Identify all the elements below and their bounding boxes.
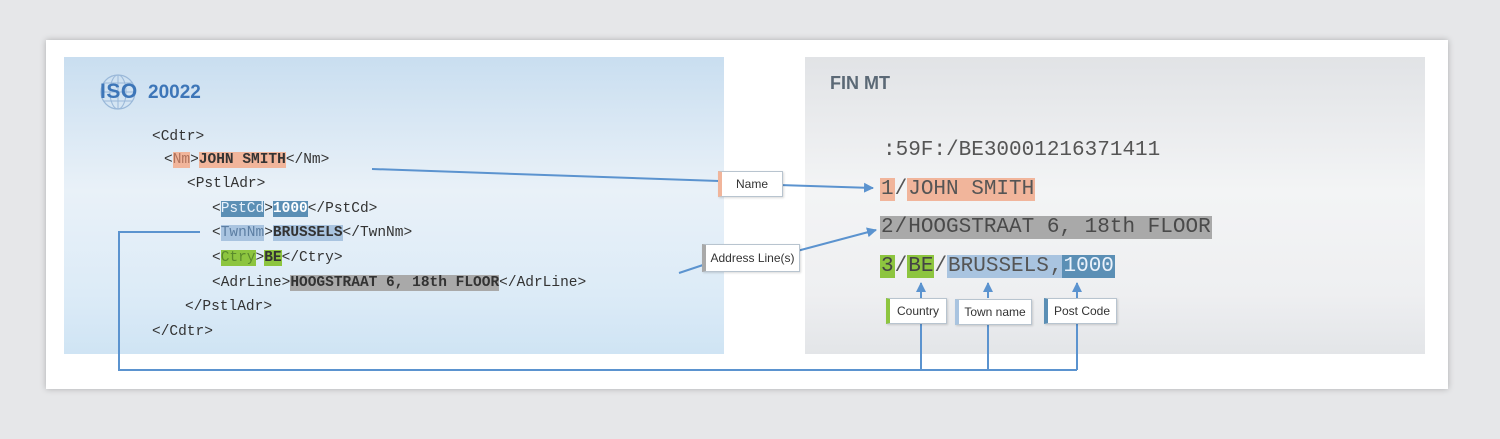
address-connector bbox=[678, 230, 876, 274]
mt-line1-num: 1 bbox=[880, 178, 895, 201]
name-connector bbox=[371, 168, 873, 188]
mt-line3-postcode: 1000 bbox=[1062, 255, 1115, 278]
xml-adrline-close: </AdrLine> bbox=[499, 275, 587, 291]
xml-nm-value: JOHN SMITH bbox=[198, 152, 286, 168]
xml-pstcd-value: 1000 bbox=[272, 201, 308, 217]
xml-adrline-value: HOOGSTRAAT 6, 18th FLOOR bbox=[290, 275, 500, 291]
address-lines-callout: Address Line(s) bbox=[702, 244, 800, 272]
xml-twnnm-value: BRUSSELS bbox=[272, 225, 343, 241]
mt-line-3: 3/BE/BRUSSELS,1000 bbox=[880, 255, 1115, 278]
xml-ctry-line: <Ctry>BE</Ctry> bbox=[212, 250, 343, 266]
xml-twnnm-tag: TwnNm bbox=[220, 225, 265, 241]
xml-twnnm-close: </TwnNm> bbox=[342, 225, 413, 241]
xml-pstcd-tag: PstCd bbox=[220, 201, 265, 217]
xml-ctry-close: </Ctry> bbox=[281, 250, 343, 266]
mt-line3-num: 3 bbox=[880, 255, 895, 278]
iso-logo-text: ISO bbox=[100, 80, 138, 103]
iso20022-panel bbox=[64, 57, 724, 354]
xml-nm-tag: Nm bbox=[172, 152, 191, 168]
mt-line-2: 2/HOOGSTRAAT 6, 18th FLOOR bbox=[880, 216, 1212, 239]
country-callout: Country bbox=[886, 298, 947, 324]
xml-ctry-tag: Ctry bbox=[220, 250, 256, 266]
globe-icon bbox=[100, 74, 136, 110]
bracket-connector bbox=[118, 231, 1077, 371]
xml-adrline-tag: AdrLine bbox=[220, 275, 282, 291]
fin-mt-title: FIN MT bbox=[830, 73, 890, 93]
name-callout: Name bbox=[718, 171, 783, 197]
xml-nm-line: <Nm>JOHN SMITH</Nm> bbox=[164, 152, 330, 168]
xml-pstcd-close: </PstCd> bbox=[307, 201, 378, 217]
xml-pstcd-line: <PstCd>1000</PstCd> bbox=[212, 201, 378, 217]
mt-line3-town: BRUSSELS bbox=[947, 255, 1050, 278]
mt-line1-value: JOHN SMITH bbox=[907, 178, 1036, 201]
xml-adrline-line: <AdrLine>HOOGSTRAAT 6, 18th FLOOR</AdrLi… bbox=[212, 275, 587, 291]
mt-line3-country: BE bbox=[907, 255, 935, 278]
xml-twnnm-line: <TwnNm>BRUSSELS</TwnNm> bbox=[212, 225, 413, 241]
post-code-callout: Post Code bbox=[1044, 298, 1117, 324]
xml-ctry-value: BE bbox=[264, 250, 282, 266]
xml-pstladr-close: </PstlAdr> bbox=[185, 299, 273, 315]
mt-field-tag: :59F:/BE30001216371411 bbox=[883, 139, 1161, 162]
iso-title: 20022 bbox=[148, 82, 201, 103]
town-name-callout: Town name bbox=[955, 299, 1032, 325]
xml-nm-close: </Nm> bbox=[285, 152, 330, 168]
xml-cdtr-open: <Cdtr> bbox=[152, 129, 205, 145]
xml-pstladr-open: <PstlAdr> bbox=[187, 176, 266, 192]
mt-line2-value: HOOGSTRAAT 6, 18th FLOOR bbox=[907, 216, 1212, 239]
mt-line-1: 1/JOHN SMITH bbox=[880, 178, 1036, 201]
xml-cdtr-close: </Cdtr> bbox=[152, 324, 213, 340]
